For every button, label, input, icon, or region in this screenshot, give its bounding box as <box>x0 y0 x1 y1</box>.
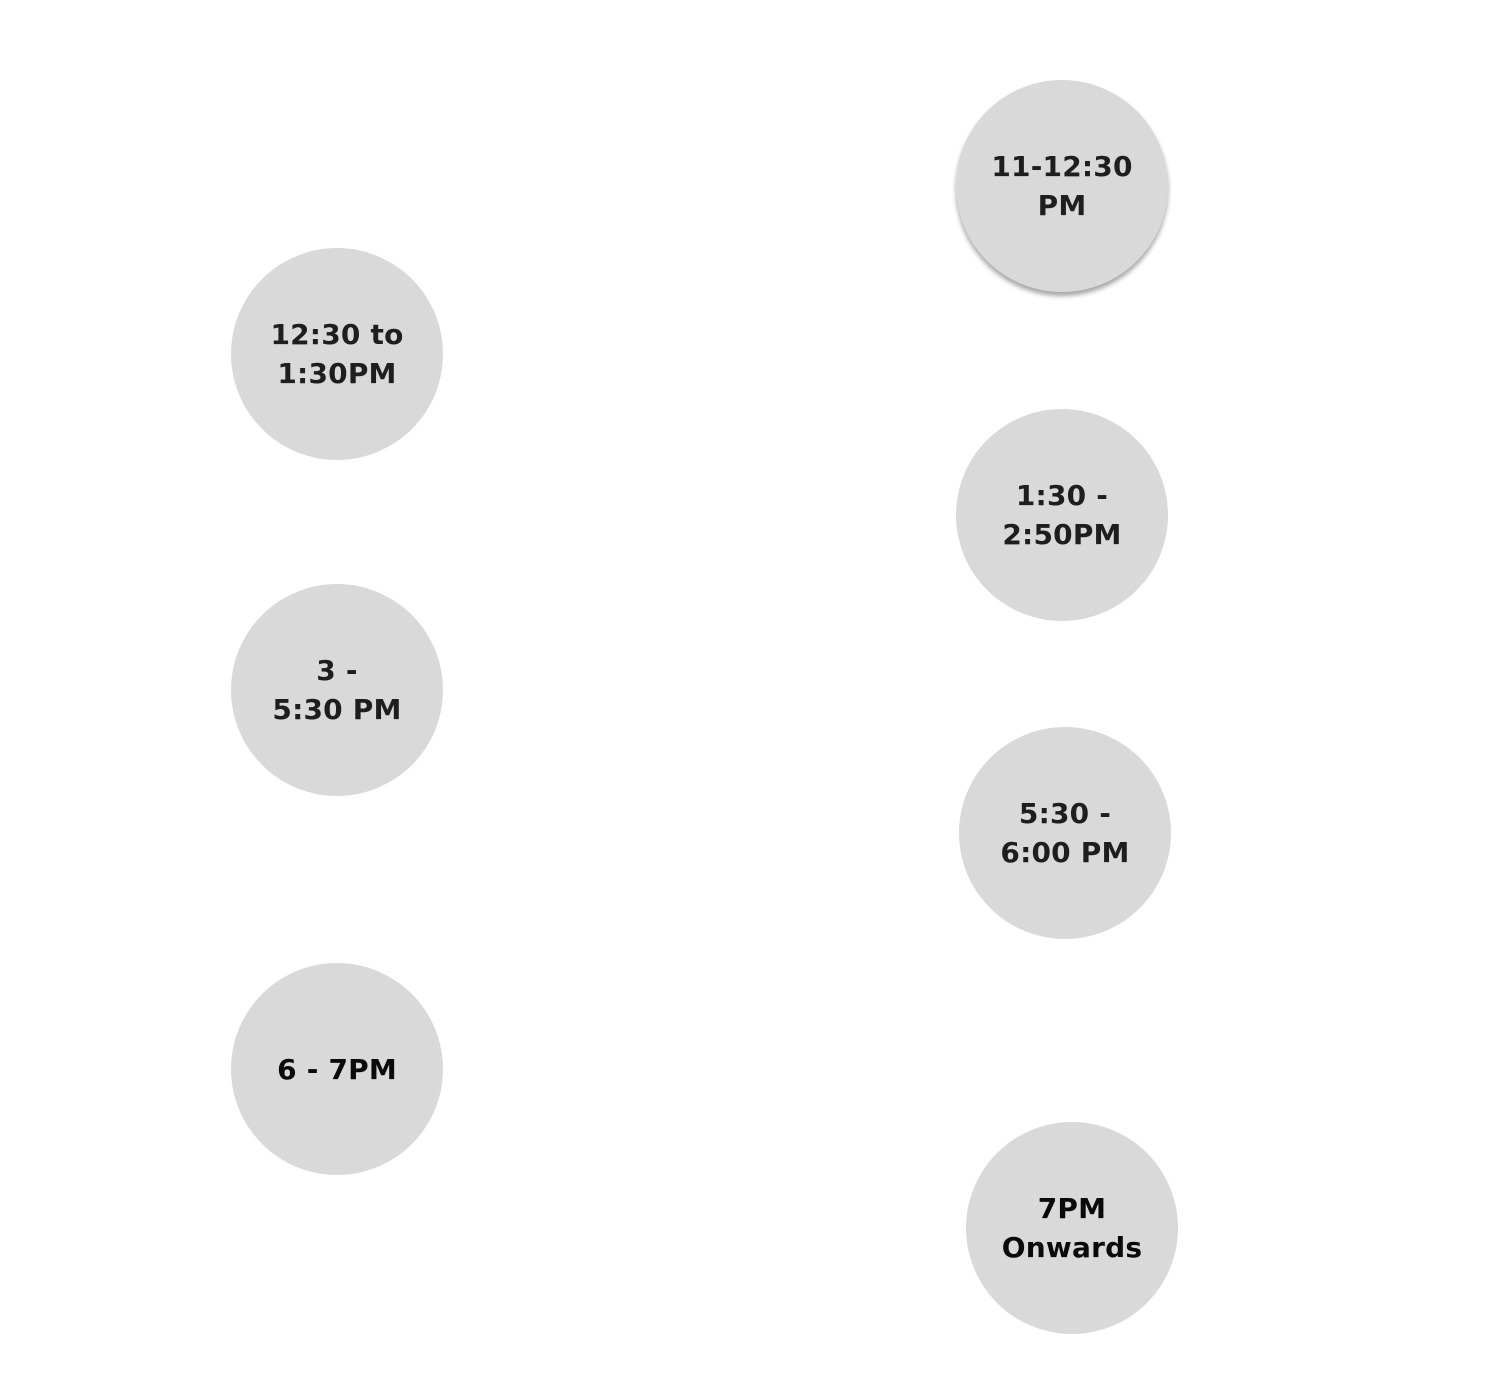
time-slot-node-6-7[interactable]: 6 - 7PM <box>231 963 443 1175</box>
time-slot-node-3-530[interactable]: 3 - 5:30 PM <box>231 584 443 796</box>
time-slot-label: 11-12:30 PM <box>991 150 1133 222</box>
time-slot-node-130-250[interactable]: 1:30 - 2:50PM <box>956 409 1168 621</box>
time-slot-node-7-onwards[interactable]: 7PM Onwards <box>966 1122 1178 1334</box>
time-slot-label: 6 - 7PM <box>277 1052 397 1086</box>
time-slot-label: 7PM Onwards <box>1001 1192 1143 1264</box>
time-slot-node-1230-130[interactable]: 12:30 to 1:30PM <box>231 248 443 460</box>
time-slot-label: 12:30 to 1:30PM <box>270 318 404 390</box>
time-slot-node-11-1230[interactable]: 11-12:30 PM <box>956 80 1168 292</box>
time-slot-label: 5:30 - 6:00 PM <box>1000 797 1130 869</box>
time-slot-node-530-600[interactable]: 5:30 - 6:00 PM <box>959 727 1171 939</box>
time-slot-label: 3 - 5:30 PM <box>272 654 402 726</box>
time-slot-label: 1:30 - 2:50PM <box>1002 479 1122 551</box>
